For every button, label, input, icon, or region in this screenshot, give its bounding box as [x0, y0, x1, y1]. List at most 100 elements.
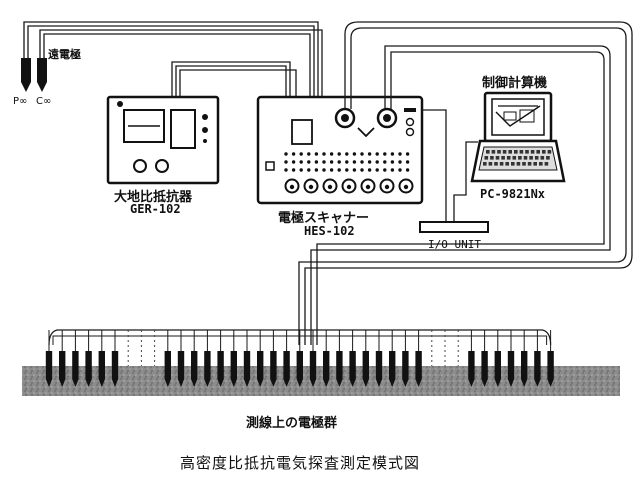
- return-electrodes: [23, 21, 323, 105]
- keyboard-key: [512, 156, 517, 160]
- scanner-indicator-dot: [337, 152, 341, 156]
- computer-model: PC-9821Nx: [480, 187, 546, 201]
- scanner-indicator-dot: [329, 152, 334, 156]
- electrode-tip: [45, 379, 53, 387]
- scanner-indicator-dot: [322, 160, 326, 164]
- scanner-indicator-dot: [390, 168, 395, 172]
- electrode: [389, 351, 396, 379]
- electrode: [336, 351, 343, 379]
- scanner-indicator-dot: [337, 160, 341, 164]
- electrode-tip: [415, 379, 422, 387]
- scanner-indicator-dot: [375, 168, 379, 172]
- scanner-indicator-dot: [345, 168, 349, 172]
- electrode-tip: [257, 379, 264, 387]
- electrode: [191, 351, 198, 379]
- scanner-indicator-dot: [405, 160, 410, 164]
- scanner-indicator-dot: [360, 152, 364, 156]
- keyboard-key: [501, 156, 505, 160]
- keyboard-key: [511, 162, 515, 166]
- electrode-tip: [521, 379, 528, 387]
- electrode: [362, 351, 369, 379]
- scanner-indicator-dot: [398, 160, 402, 164]
- scanner-indicator-dot: [390, 152, 395, 156]
- electrode-group-label: 測線上の電極群: [246, 416, 338, 431]
- keyboard-key: [506, 156, 511, 160]
- resistivity-meter-box: [106, 95, 220, 185]
- electrode-tip: [164, 379, 171, 387]
- scanner-indicator-grid: [284, 152, 410, 172]
- electrode-tip: [98, 379, 105, 387]
- electrode: [323, 351, 330, 379]
- scanner-indicator-dot: [352, 160, 357, 164]
- keyboard-key: [519, 150, 524, 154]
- keyboard-key: [499, 162, 504, 166]
- electrode-tip: [111, 379, 119, 387]
- scanner-indicator-dot: [314, 160, 319, 164]
- scanner-indicator-dot: [337, 168, 341, 172]
- electrode-tip: [59, 379, 66, 387]
- keyboard-key: [536, 150, 540, 154]
- keyboard-key: [497, 150, 501, 154]
- diagram-caption: 高密度比抵抗電気探査測定模式図: [180, 454, 421, 472]
- scanner-knob-center: [403, 184, 409, 190]
- electrode-tip: [204, 379, 211, 387]
- electrode: [72, 351, 79, 379]
- keyboard-key: [486, 150, 490, 154]
- return-electrode-label: 遠電極: [48, 48, 81, 61]
- scanner-indicator-dot: [367, 168, 372, 172]
- p-inf-electrode: [21, 58, 31, 92]
- scanner-indicator-dot: [360, 168, 364, 172]
- keyboard-key: [533, 162, 537, 166]
- electrode-tip: [243, 379, 251, 387]
- electrode: [111, 351, 119, 379]
- electrode: [534, 351, 541, 379]
- electrode: [375, 351, 383, 379]
- scanner-jack-cables: [298, 21, 633, 345]
- scanner-indicator-dot: [398, 152, 402, 156]
- electrode: [177, 351, 185, 379]
- scanner-indicator-dot: [314, 168, 319, 172]
- c-inf-electrode: [37, 58, 47, 92]
- electrode: [270, 351, 277, 379]
- electrode: [494, 351, 501, 379]
- keyboard-key: [529, 156, 533, 160]
- electrode-tip: [402, 379, 409, 387]
- scanner-knob-center: [346, 184, 352, 190]
- electrode-tip: [349, 379, 356, 387]
- scanner-knob-center: [384, 184, 390, 190]
- keyboard-key: [483, 162, 487, 166]
- scanner-indicator-dot: [299, 152, 303, 156]
- scanner-indicator-dot: [322, 168, 326, 172]
- scanner-indicator-dot: [367, 160, 372, 164]
- electrode: [547, 351, 554, 379]
- p-inf-label: P∞: [13, 96, 28, 107]
- scanner-indicator-dot: [375, 160, 379, 164]
- keyboard-key: [525, 150, 529, 154]
- keyboard-key: [484, 156, 489, 160]
- electrode-array: [45, 330, 554, 387]
- scanner-indicator-dot: [352, 168, 357, 172]
- keyboard-key: [534, 156, 539, 160]
- scanner-knob-center: [289, 184, 295, 190]
- io-unit-label: I/O UNIT: [428, 238, 481, 251]
- electrode-tip: [481, 379, 488, 387]
- keyboard-key: [505, 162, 509, 166]
- scanner-indicator-dot: [329, 160, 334, 164]
- keyboard-key: [523, 156, 528, 160]
- keyboard-key: [546, 156, 550, 160]
- electrode: [481, 351, 488, 379]
- scanner-indicator-dot: [299, 168, 303, 172]
- scanner-indicator-dot: [352, 152, 357, 156]
- electrode-tip: [217, 379, 224, 387]
- scanner-indicator-dot: [329, 168, 334, 172]
- scanner-indicator-dot: [299, 160, 303, 164]
- electrode: [85, 351, 92, 379]
- electrode: [468, 351, 475, 379]
- scanner-indicator-dot: [307, 152, 311, 156]
- keyboard-key: [494, 162, 498, 166]
- scanner-knob-row: [284, 178, 414, 194]
- scanner-knob-center: [365, 184, 371, 190]
- scanner-indicator-dot: [383, 168, 387, 172]
